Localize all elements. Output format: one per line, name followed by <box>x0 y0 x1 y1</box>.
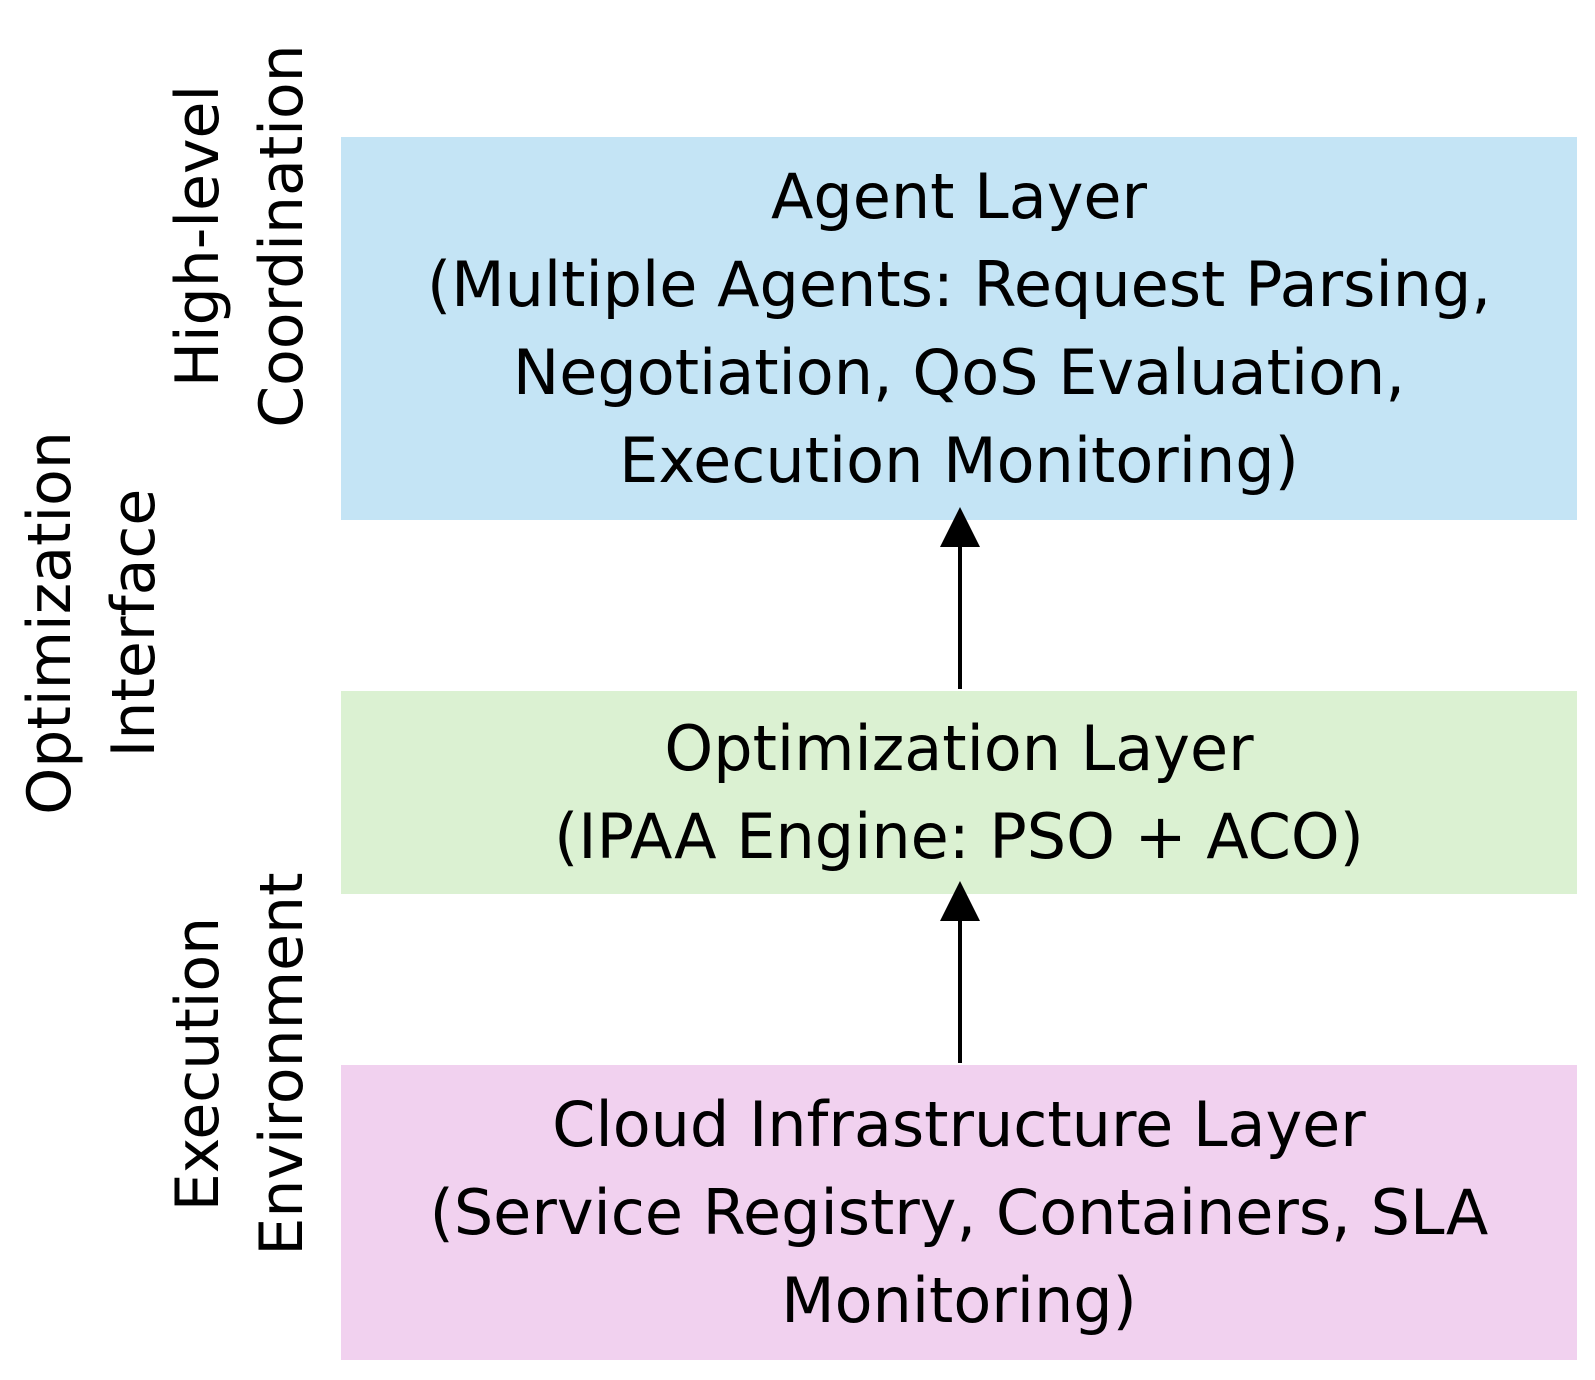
agent-layer-description: (Multiple Agents: Request Parsing, Negot… <box>426 247 1492 497</box>
cloud-infrastructure-layer-description: (Service Registry, Containers, SLA Monit… <box>429 1175 1489 1337</box>
optimization-interface-label: Optimization Interface <box>15 431 169 815</box>
cloud-infrastructure-layer-box: Cloud Infrastructure Layer (Service Regi… <box>341 1065 1577 1360</box>
optimization-layer-title: Optimization Layer <box>664 711 1254 785</box>
optimization-layer-box: Optimization Layer (IPAA Engine: PSO + A… <box>341 691 1577 894</box>
cloud-infrastructure-layer-title: Cloud Infrastructure Layer <box>552 1087 1366 1161</box>
agent-layer-box: Agent Layer (Multiple Agents: Request Pa… <box>341 137 1577 520</box>
agent-layer-title: Agent Layer <box>770 159 1148 233</box>
high-level-coordination-label: High-level Coordination <box>163 44 317 428</box>
optimization-layer-description: (IPAA Engine: PSO + ACO) <box>554 799 1364 873</box>
execution-environment-label: Execution Environment <box>163 872 317 1256</box>
